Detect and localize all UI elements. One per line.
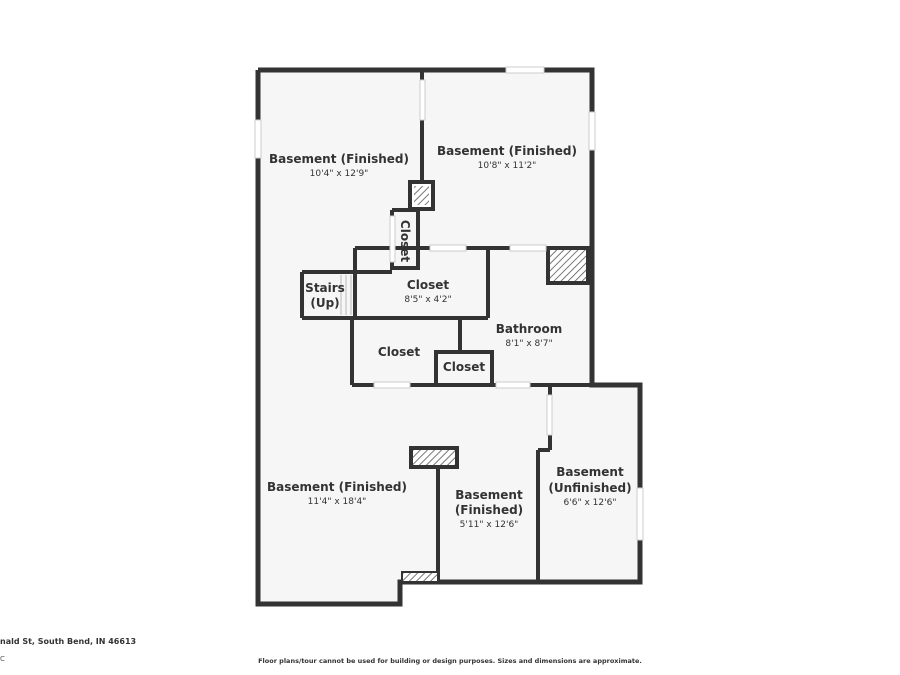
openings xyxy=(254,66,644,541)
room-label-closet-left: Closet xyxy=(378,345,420,359)
floor-area xyxy=(258,70,640,604)
room-label-basement-s-line1: Basement xyxy=(455,488,523,502)
stairs-steps xyxy=(340,275,352,315)
room-label-basement-nw: Basement (Finished) xyxy=(269,152,409,166)
room-label-stairs-line2: (Up) xyxy=(310,296,339,310)
room-dims-bathroom: 8'1" x 8'7" xyxy=(505,339,552,349)
room-label-closet-small: Closet xyxy=(443,360,485,374)
room-label-closet-vertical: Closet xyxy=(398,220,412,262)
room-label-basement-unfinished-line2: (Unfinished) xyxy=(548,481,631,495)
room-label-basement-ne: Basement (Finished) xyxy=(437,144,577,158)
room-dims-basement-ne: 10'8" x 11'2" xyxy=(478,161,537,171)
room-label-basement-sw: Basement (Finished) xyxy=(267,480,407,494)
room-dims-basement-unfinished: 6'6" x 12'6" xyxy=(564,498,617,508)
room-label-stairs-line1: Stairs xyxy=(305,281,345,295)
room-label-basement-s-line2: (Finished) xyxy=(455,503,523,517)
room-label-basement-unfinished-line1: Basement xyxy=(556,465,624,479)
disclaimer-text: Floor plans/tour cannot be used for buil… xyxy=(258,657,642,665)
room-dims-closet-mid: 8'5" x 4'2" xyxy=(404,295,451,305)
copyright-mark: C xyxy=(0,655,5,663)
property-address: nald St, South Bend, IN 46613 xyxy=(0,637,137,646)
room-dims-basement-s: 5'11" x 12'6" xyxy=(460,520,519,530)
exterior-wall xyxy=(255,67,643,607)
vent-column-fixture xyxy=(414,186,429,205)
water-heater-fixture xyxy=(401,571,439,583)
hvac-fixture xyxy=(409,446,459,469)
room-dims-basement-sw: 11'4" x 18'4" xyxy=(308,497,367,507)
room-dims-basement-nw: 10'4" x 12'9" xyxy=(310,169,369,179)
room-label-closet-mid: Closet xyxy=(407,278,449,292)
room-label-bathroom: Bathroom xyxy=(496,322,562,336)
